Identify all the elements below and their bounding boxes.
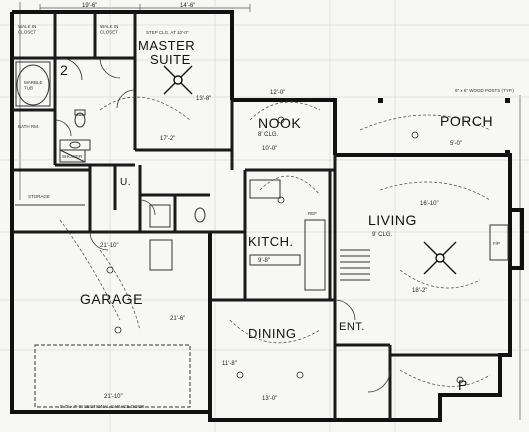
dim-dining-w: 13'-0" (262, 396, 277, 402)
room-label-living: LIVING (368, 212, 417, 228)
label-porch-beam: 6" x 6" WOOD POSTS (TYP.) (455, 88, 514, 93)
room-label-p: P (458, 377, 468, 393)
room-label-dining: DINING (248, 326, 297, 341)
room-label-suite: SUITE (150, 52, 191, 67)
label-fp: F/P (493, 241, 500, 246)
room-label-garage: GARAGE (80, 291, 143, 307)
ceiling-fan-master (163, 65, 193, 95)
interior-walls (12, 12, 500, 420)
label-bath-room: BATH RM. (18, 124, 39, 129)
light-fixtures (106, 116, 464, 384)
room-label-ent: ENT. (339, 321, 365, 333)
ceiling-fan-living (423, 241, 457, 275)
dim-dining-h: 11'-8" (222, 361, 237, 367)
dim-nook: 10'-0" (262, 146, 277, 152)
dim-top-a: 19'-6" (82, 3, 97, 9)
dim-master-w: 17'-2" (160, 136, 175, 142)
dim-top-c: 12'-0" (270, 90, 285, 96)
dim-kitch-w: 9'-8" (258, 258, 270, 264)
dim-garage-h: 21'-6" (170, 316, 185, 322)
dim-living-w: 16'-10" (420, 201, 439, 207)
wiring (59, 96, 491, 387)
dim-porch: 5'-0" (450, 141, 462, 147)
label-garage-door: 9'-0" x 7'-0" SECTIONAL GARAGE DOOR (60, 404, 145, 409)
room-label-porch: PORCH (440, 113, 493, 129)
dim-top-b: 14'-6" (180, 3, 195, 9)
dim-bottom: 21'-10" (104, 394, 123, 400)
door-swings (54, 57, 391, 393)
label-step-clg: STEP CLG. AT 10'-0" (146, 30, 189, 35)
room-label-master: MASTER (138, 38, 195, 53)
label-storage: STORAGE (28, 194, 50, 199)
label-shower: SHOWER (62, 154, 83, 159)
label-ref: REF (308, 211, 317, 216)
exterior-walls (10, 10, 524, 422)
fixtures (15, 61, 510, 408)
dim-clg-8: 8' CLG. (258, 132, 278, 138)
dim-clg-9: 9' CLG. (372, 232, 392, 238)
room-label-kitch: KITCH. (248, 234, 294, 249)
room-label-u: U. (120, 177, 131, 188)
dim-master-h: 13'-8" (196, 96, 211, 102)
dim-garage-w: 21'-10" (100, 243, 119, 249)
dim-living-h: 18'-2" (412, 288, 427, 294)
room-label-nook: NOOK (258, 115, 301, 131)
room-label-bath2: 2 (60, 62, 68, 78)
